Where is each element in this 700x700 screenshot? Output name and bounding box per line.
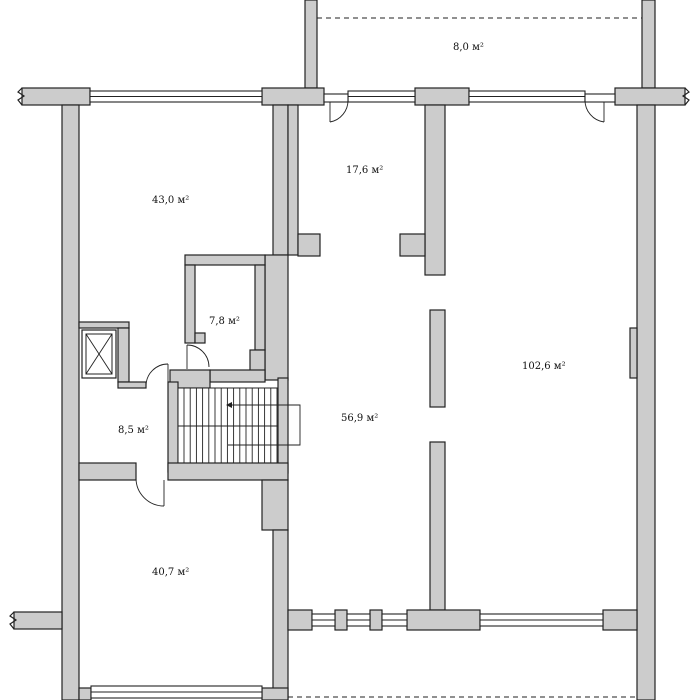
shaft-and-vestibule-walls: [78, 321, 211, 389]
wall-segment: [261, 87, 325, 106]
wall-segment: [614, 87, 686, 106]
bathroom-walls: [184, 254, 266, 383]
window: [468, 90, 586, 103]
area-label-bathroom: 7,8 м²: [209, 316, 240, 327]
window: [346, 613, 371, 627]
area-label-room-large-right: 102,6 м²: [522, 361, 566, 372]
wall-break-symbol: [17, 87, 26, 106]
bottom-left-wall: [78, 685, 289, 700]
staircase: [167, 377, 301, 474]
balcony-door-left: [323, 93, 349, 123]
window: [311, 613, 336, 627]
window: [479, 613, 604, 627]
window: [89, 90, 263, 103]
vestibule-door-top: [145, 363, 169, 387]
window: [381, 613, 408, 627]
lower-left-room-walls: [261, 479, 289, 700]
area-label-hall-upper: 17,6 м²: [346, 165, 383, 176]
area-label-hall-main: 56,9 м²: [341, 413, 378, 424]
wall-break-symbol: [681, 87, 690, 106]
left-lower-wall-stub: [9, 611, 63, 630]
interior-wall-left-column: [264, 104, 321, 381]
central-wall: [399, 104, 446, 611]
wall-segment: [297, 233, 321, 257]
bottom-exterior-wall: [287, 609, 638, 631]
area-label-room-left-top: 43,0 м²: [152, 195, 189, 206]
balcony-door-right: [584, 93, 616, 123]
vestibule-door-bottom: [135, 477, 165, 507]
bottom-windows: [311, 613, 604, 627]
wall-segment: [21, 87, 91, 106]
wall-segment: [414, 87, 470, 106]
bathroom-door: [186, 344, 210, 369]
area-label-vestibule: 8,5 м²: [118, 425, 149, 436]
right-exterior-wall: [636, 104, 656, 700]
wall-segment: [287, 104, 299, 256]
window: [347, 90, 416, 103]
wall-segment: [272, 104, 289, 256]
area-label-room-left-bottom: 40,7 м²: [152, 567, 189, 578]
wall-segment: [264, 254, 289, 381]
area-label-balcony: 8,0 м²: [453, 42, 484, 53]
left-exterior-wall: [61, 104, 80, 700]
balcony-wall-right: [641, 0, 656, 89]
balcony-wall-left: [304, 0, 318, 89]
stair-direction-arrow: [226, 402, 232, 408]
vestibule-bottom-wall: [78, 462, 289, 481]
area-labels: 8,0 м² 43,0 м² 17,6 м² 102,6 м² 7,8 м² 8…: [118, 42, 566, 578]
wall-pilaster: [629, 327, 638, 379]
ventilation-shaft: [81, 329, 117, 379]
